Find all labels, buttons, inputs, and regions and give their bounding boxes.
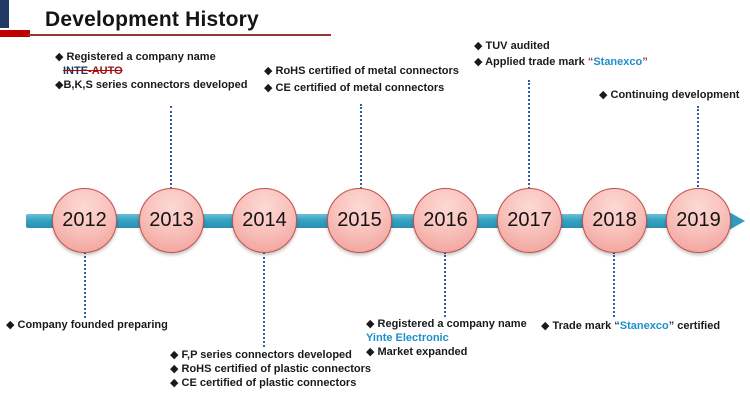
connector-2017: [528, 80, 530, 189]
milestone-2018-line1: ◆ Trade mark “Stanexco” certified: [541, 319, 720, 334]
trademark-name: Stanexco: [619, 320, 669, 332]
milestone-2017-line1: ◆ TUV audited: [474, 40, 550, 52]
title-underline: [28, 34, 331, 36]
quote-open: “: [587, 56, 594, 68]
trademark-name: Stanexco: [593, 56, 643, 68]
milestone-2013-line1: ◆ Registered a company name: [55, 51, 216, 63]
milestone-2015-line1: ◆ RoHS certified of metal connectors: [264, 65, 459, 77]
year-node-2013: 2013: [139, 188, 204, 253]
milestone-2013-brand: INTE-AUTO: [55, 64, 247, 78]
year-node-2016: 2016: [413, 188, 478, 253]
header-red-accent-bar: [0, 30, 30, 37]
connector-2014: [263, 252, 265, 347]
header-navy-accent-bar: [0, 0, 9, 28]
page-title: Development History: [45, 8, 259, 31]
milestone-2016-line1: ◆ Registered a company name: [366, 318, 527, 330]
connector-2016: [444, 252, 446, 317]
quote-open: “: [614, 320, 620, 332]
milestone-2017-line2-prefix: ◆ Applied trade mark: [474, 56, 588, 68]
connector-2012: [84, 252, 86, 318]
milestone-2017-line2: ◆ Applied trade mark “Stanexco”: [474, 54, 648, 70]
milestone-2013-line3: ◆B,K,S series connectors developed: [55, 79, 248, 91]
milestone-2017: ◆ TUV audited ◆ Applied trade mark “Stan…: [474, 38, 648, 70]
milestone-2018-prefix: ◆ Trade mark: [541, 320, 615, 332]
brand-new-name: AUTO: [91, 65, 123, 77]
connector-2015: [360, 104, 362, 189]
connector-2019: [697, 106, 699, 187]
milestone-2019: ◆ Continuing development: [599, 88, 739, 103]
year-node-2014: 2014: [232, 188, 297, 253]
milestone-2012-line1: ◆ Company founded preparing: [6, 319, 168, 331]
milestone-2014-line1: ◆ F,P series connectors developed: [170, 349, 352, 361]
milestone-2016: ◆ Registered a company name Yinte Electr…: [366, 317, 527, 359]
milestone-2014-line3: ◆ CE certified of plastic connectors: [170, 377, 357, 389]
company-name: Yinte Electronic: [366, 332, 449, 344]
milestone-2013: ◆ Registered a company name INTE-AUTO ◆B…: [55, 50, 247, 92]
milestone-2019-line1: ◆ Continuing development: [599, 89, 740, 101]
year-node-2018: 2018: [582, 188, 647, 253]
year-node-2019: 2019: [666, 188, 731, 253]
quote-close: ”: [642, 56, 648, 68]
milestone-2014-line2: ◆ RoHS certified of plastic connectors: [170, 363, 371, 375]
milestone-2015-line2: ◆ CE certified of metal connectors: [264, 82, 445, 94]
milestone-2018-suffix: certified: [674, 320, 721, 332]
year-node-2015: 2015: [327, 188, 392, 253]
year-node-2017: 2017: [497, 188, 562, 253]
brand-separator: -: [88, 65, 92, 77]
connector-2013: [170, 106, 172, 189]
milestone-2016-line3: ◆ Market expanded: [366, 346, 468, 358]
quote-close: ”: [668, 320, 675, 332]
brand-old-name: INTE: [63, 65, 89, 77]
connector-2018: [613, 252, 615, 317]
year-node-2012: 2012: [52, 188, 117, 253]
milestone-2012: ◆ Company founded preparing: [6, 318, 168, 333]
milestone-2018: ◆ Trade mark “Stanexco” certified: [541, 319, 720, 334]
milestone-2014: ◆ F,P series connectors developed ◆ RoHS…: [170, 348, 371, 390]
milestone-2015: ◆ RoHS certified of metal connectors ◆ C…: [264, 63, 459, 97]
